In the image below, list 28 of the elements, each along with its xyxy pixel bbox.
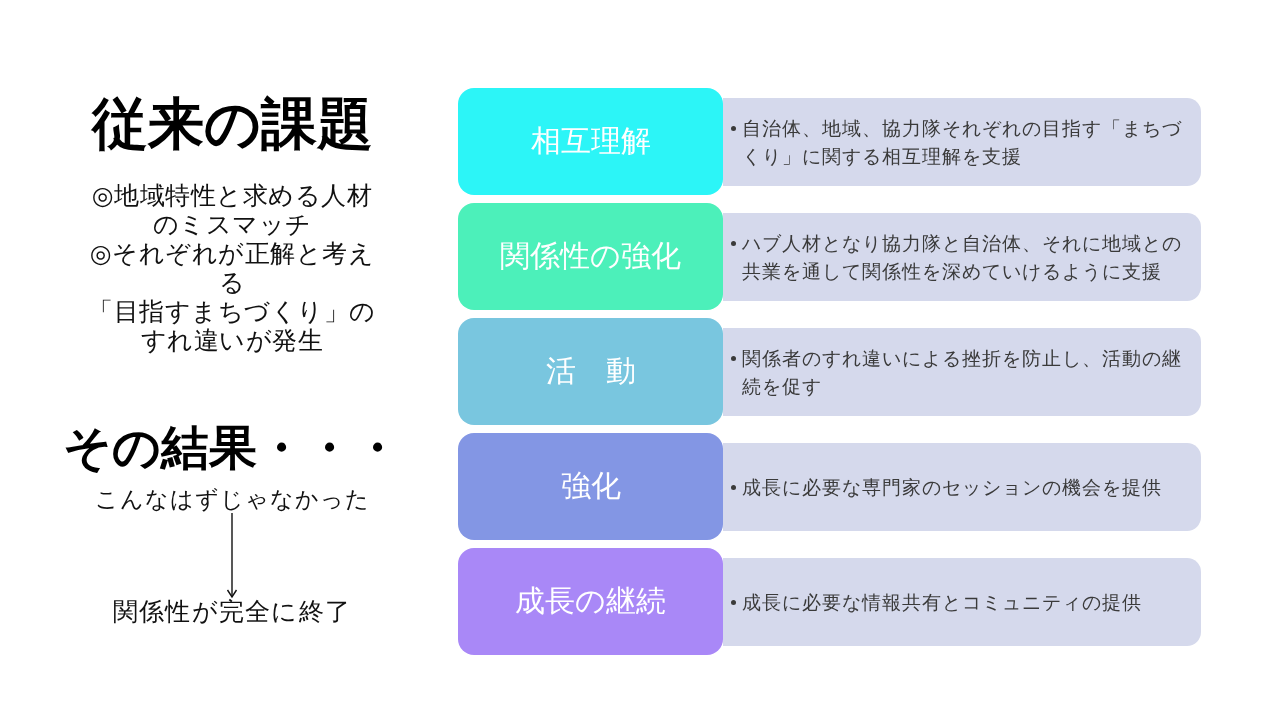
outcome-text: 関係性が完全に終了 <box>82 597 382 627</box>
step-label: 強化 <box>560 467 621 505</box>
step-box <box>458 318 723 425</box>
result-text: こんなはずじゃなかった <box>82 485 382 513</box>
description-text: 成長に必要な情報共有とコミュニティの提供 <box>742 590 1143 615</box>
step-label: 関係性の強化 <box>500 237 681 275</box>
description-panel <box>723 328 1201 416</box>
description-panel <box>723 98 1201 186</box>
description-text: ハブ人材となり協力隊と自治体、それに地域との共業を通して関係性を深めていけるように支援 <box>742 231 1183 284</box>
step-box <box>458 203 723 310</box>
description-panel <box>723 213 1201 301</box>
issue-text: ◎地域特性と求める人材のミスマッチ <box>90 181 374 239</box>
description-text: 自治体、地域、協力隊それぞれの目指す「まちづくり」に関する相互理解を支援 <box>742 116 1183 169</box>
description-text: 関係者のすれ違いによる挫折を防止し、活動の継続を促す <box>742 346 1183 399</box>
step-label: 相互理解 <box>530 122 651 160</box>
arrow <box>226 512 238 598</box>
step-label: 成長の継続 <box>515 582 666 620</box>
step-box <box>458 433 723 540</box>
heading: 従来の課題 <box>90 92 374 156</box>
issue-text: ◎それぞれが正解と考える <box>88 239 376 297</box>
description-text: 成長に必要な専門家のセッションの機会を提供 <box>742 475 1163 500</box>
description-panel <box>723 443 1201 531</box>
step-box <box>458 88 723 195</box>
description-panel <box>723 558 1201 646</box>
issue-text: 「目指すまちづくり」のすれ違いが発生 <box>87 297 377 355</box>
section-heading: その結果・・・ <box>62 418 402 476</box>
step-label: 活 動 <box>545 352 636 390</box>
step-box <box>458 548 723 655</box>
